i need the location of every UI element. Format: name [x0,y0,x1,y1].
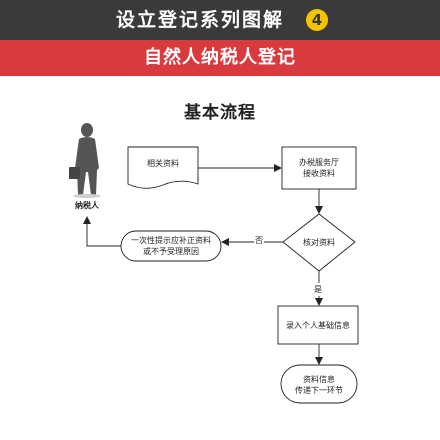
actor-label: 纳税人 [75,200,99,210]
banner-divider [0,76,440,79]
transfer-node [280,364,358,404]
record-info-node [277,305,359,345]
notify-label-line2: 或不予受理原因 [143,247,199,256]
verify-label: 核对资料 [303,238,335,247]
section-title: 基本流程 [184,103,256,123]
taxpayer-figure-icon [69,123,101,198]
related-docs-label: 相关资料 [147,159,179,168]
transfer-label-line1: 资料信息 [303,375,335,384]
transfer-label-line2: 传递下一环节 [295,386,343,395]
top-header-bar [0,0,440,40]
edge-yes-label: 是 [313,283,323,296]
notify-label-line1: 一次性提示应补正资料 [131,236,211,245]
service-hall-label-line2: 接收资料 [303,169,335,178]
series-number-badge: 4 [306,9,328,31]
service-hall-label-line1: 办税服务厅 [299,158,339,167]
subtitle-banner [0,40,440,76]
related-docs-node [127,146,199,189]
series-title: 设立登记系列图解 [115,9,284,31]
edge-notify-to-taxpayer [83,216,121,247]
record-info-label: 录入个人基础信息 [286,321,350,330]
edge-no-label: 否 [254,235,264,246]
subtitle: 自然人纳税人登记 [144,47,296,68]
